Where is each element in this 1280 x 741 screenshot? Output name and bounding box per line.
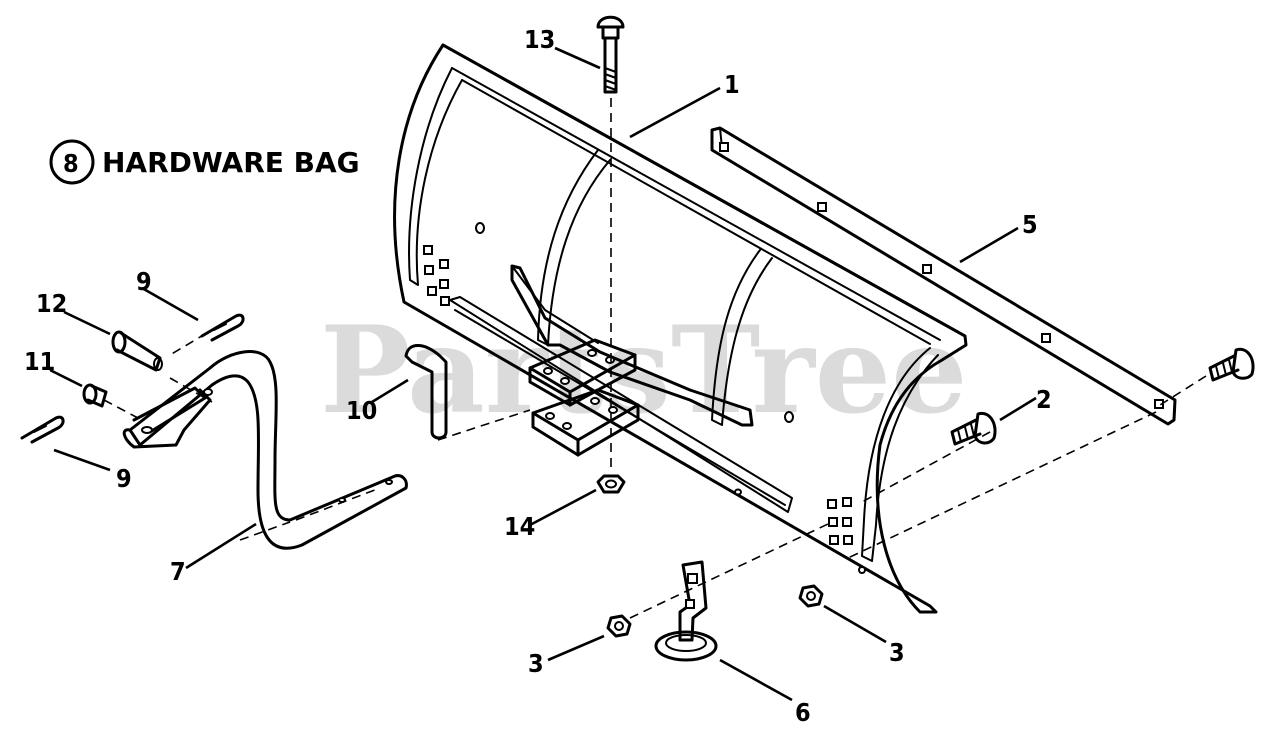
nut-part-3-left[interactable] (606, 614, 632, 638)
wear-strip-part-5[interactable] (710, 126, 1177, 426)
assembly-lines (103, 98, 1207, 619)
callout-10: 10 (346, 396, 377, 425)
callout-12: 12 (36, 289, 67, 318)
callout-9-lower: 9 (116, 464, 132, 493)
blade-part-1[interactable] (393, 43, 968, 614)
l-pin-part-10[interactable] (404, 344, 448, 440)
callout-2: 2 (1036, 385, 1052, 414)
callout-3-right: 3 (889, 638, 905, 667)
carriage-bolt-upper[interactable] (1208, 347, 1255, 382)
callout-5: 5 (1022, 210, 1038, 239)
carriage-bolt-part-2[interactable] (950, 411, 997, 446)
hair-pin-part-9-lower[interactable] (20, 415, 65, 444)
callout-1: 1 (724, 70, 740, 99)
hardware-bag-callout: 8 HARDWARE BAG (49, 139, 360, 185)
leader-lines (49, 46, 1037, 702)
callout-13: 13 (524, 25, 555, 54)
clevis-pin-part-12[interactable] (111, 330, 163, 372)
pin-part-11[interactable] (82, 383, 108, 408)
hardware-bag-number: 8 (63, 149, 79, 178)
callout-6: 6 (795, 698, 811, 727)
callout-7: 7 (170, 557, 186, 586)
mount-bracket[interactable] (510, 264, 754, 457)
nut-part-3-right[interactable] (798, 584, 824, 608)
hair-pin-part-9-upper[interactable] (200, 313, 245, 342)
callout-11: 11 (24, 347, 55, 376)
nut-part-14[interactable] (596, 474, 626, 494)
skid-shoe-part-6[interactable] (654, 560, 718, 662)
bolt-part-13[interactable] (596, 15, 625, 94)
callout-9-upper: 9 (136, 267, 152, 296)
callout-3-left: 3 (528, 649, 544, 678)
push-frame-part-7[interactable] (122, 350, 408, 550)
hardware-bag-circle (49, 139, 95, 185)
hardware-bag-label: HARDWARE BAG (102, 146, 360, 179)
callout-14: 14 (504, 512, 535, 541)
